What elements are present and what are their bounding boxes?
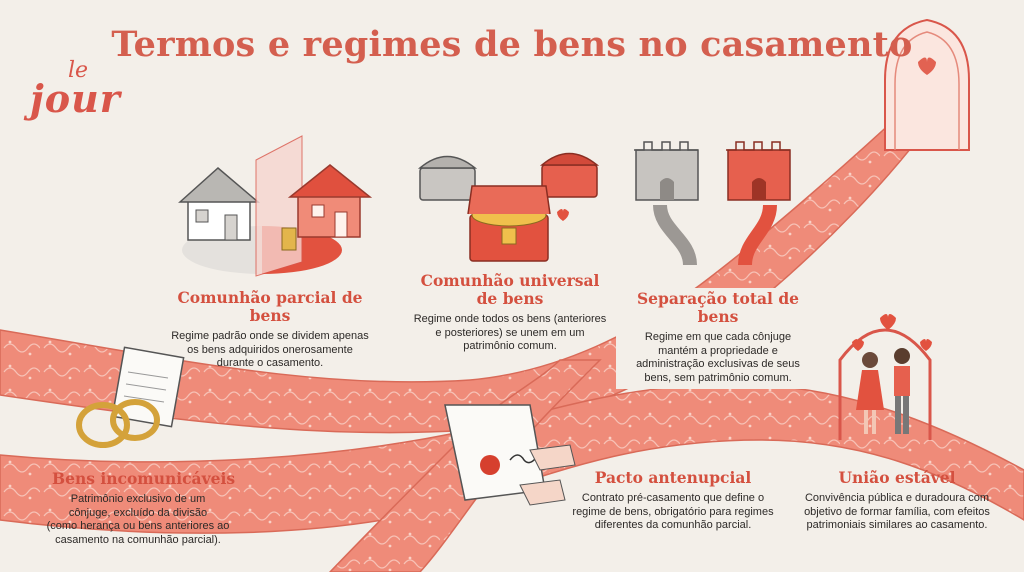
card-heading: Comunhão universal de bens [420,271,600,308]
card-comunhao-parcial: Comunhão parcial de bens Regime padrão o… [170,289,370,371]
card-separacao-total: Separação total de bens Regime em que ca… [616,288,820,389]
card-pacto-antenupcial: Pacto antenupcial Contrato pré-casamento… [562,469,784,533]
treasure-chest-icon [417,152,600,262]
couple-heart-arch-icon [838,314,932,440]
card-heading: Bens incomunicáveis [52,469,236,488]
divided-houses-icon [178,135,373,277]
card-description: Convivência pública e duradoura com obje… [804,492,990,531]
card-heading: Separação total de bens [636,289,800,326]
card-description: Regime padrão onde se dividem apenas os … [171,330,369,369]
card-description: Contrato pré-casamento que define o regi… [572,492,774,531]
card-description: Regime em que cada cônjuge mantém a prop… [636,331,800,384]
card-heading: União estável [838,468,956,487]
signed-contract-icon [444,404,576,506]
logo-jour: jour [30,76,121,121]
wedding-arch-icon [884,18,970,151]
page-title: Termos e regimes de bens no casamento [111,24,913,65]
wedding-rings-icon [76,346,185,448]
card-description: Regime onde todos os bens (anteriores e … [413,313,607,352]
logo-le: le [68,58,89,83]
card-bens-incomunicaveis: Bens incomunicáveis Patrimônio exclusivo… [38,470,238,547]
card-uniao-estavel: União estável Convivência pública e dura… [792,469,1002,533]
two-castles-icon [634,141,791,266]
card-comunhao-universal: Comunhão universal de bens Regime onde t… [400,272,620,354]
card-heading: Pacto antenupcial [594,468,752,487]
card-heading: Comunhão parcial de bens [177,288,363,325]
card-description: Patrimônio exclusivo de um cônjuge, excl… [46,493,230,546]
